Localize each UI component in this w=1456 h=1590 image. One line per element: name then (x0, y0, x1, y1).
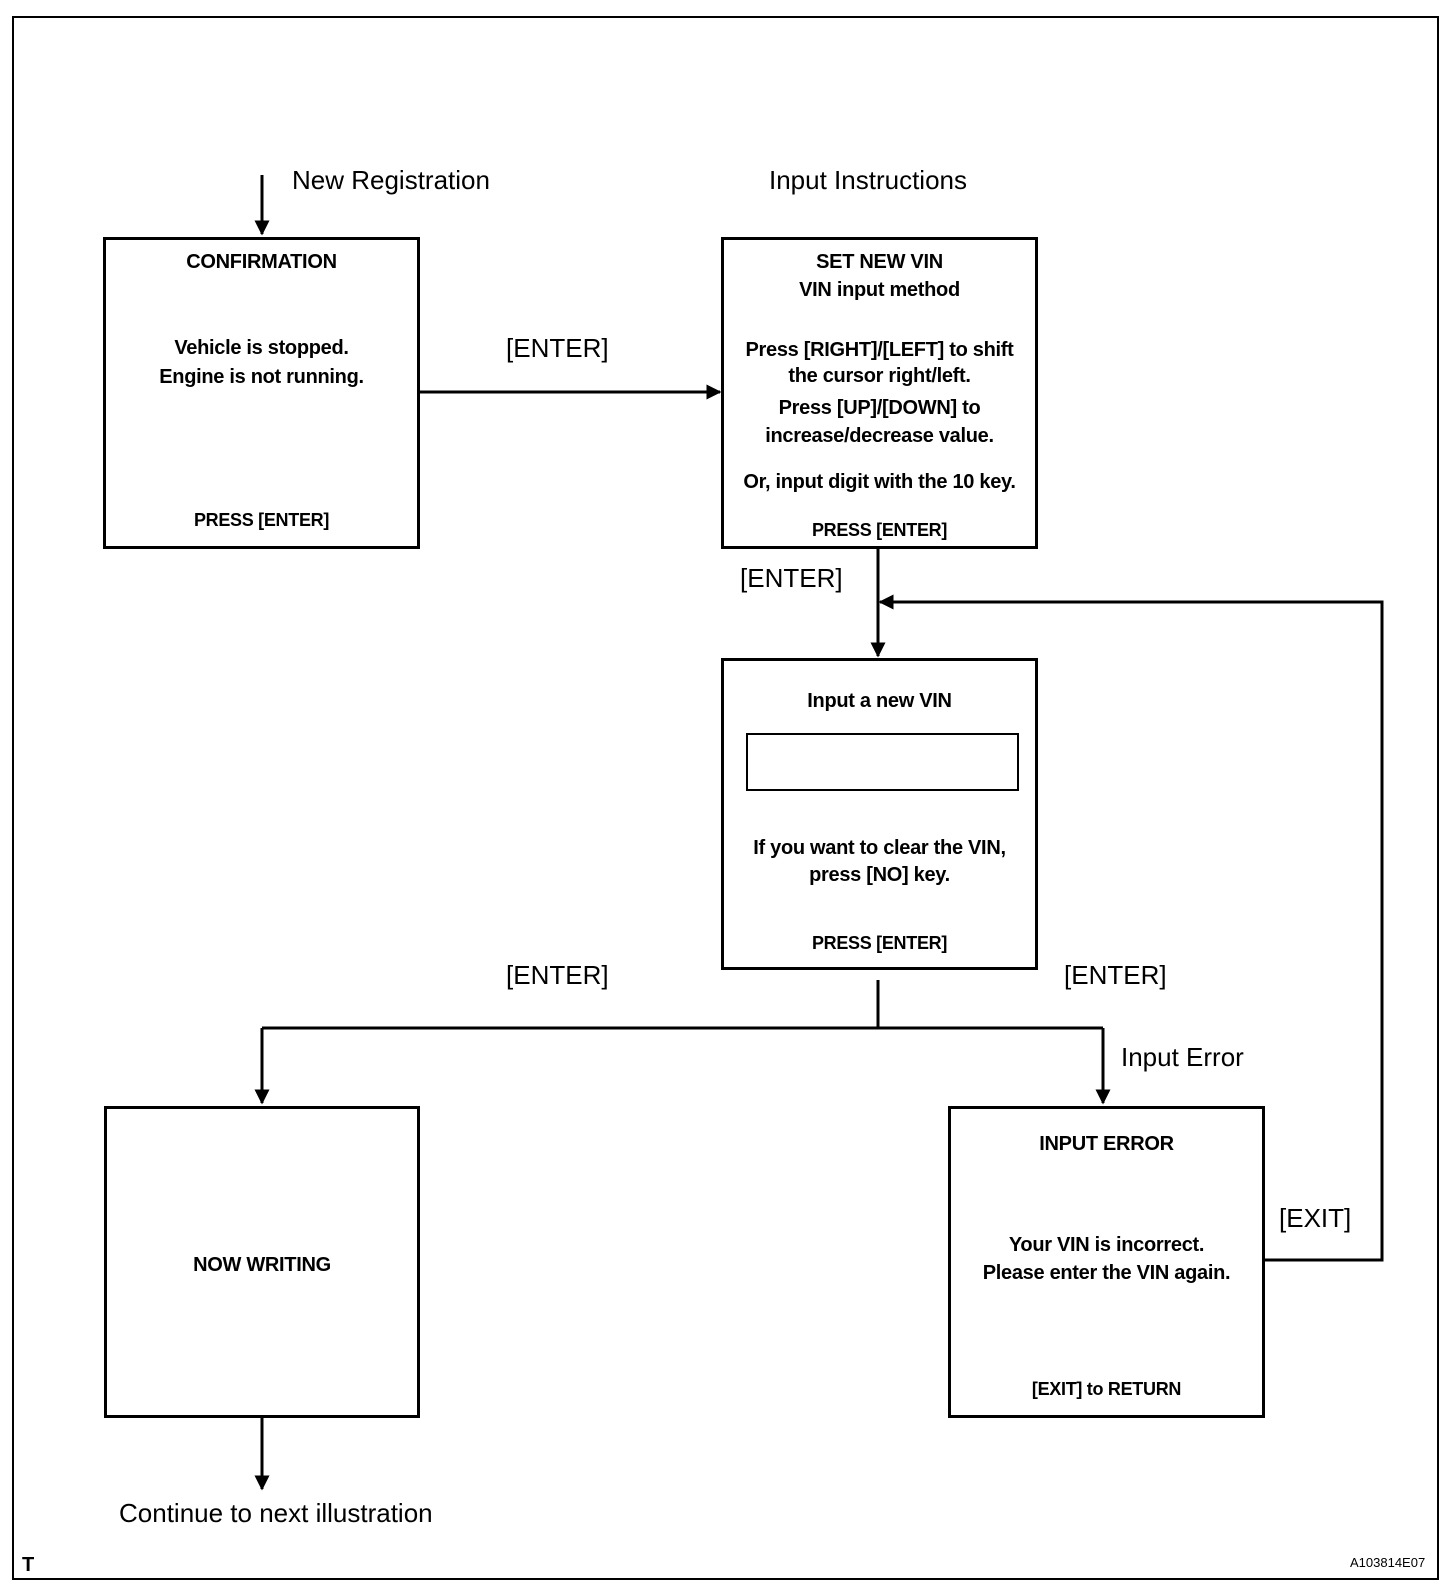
label-input-instructions: Input Instructions (769, 165, 967, 195)
label-enter-set-vin: [ENTER] (740, 563, 843, 593)
line-exit-return (885, 600, 1384, 1262)
label-new-registration: New Registration (292, 165, 490, 195)
set-new-vin-line-1: Press [RIGHT]/[LEFT] to shift (745, 339, 1014, 361)
set-new-vin-line-5: Or, input digit with the 10 key. (743, 471, 1016, 493)
input-vin-line-2: press [NO] key. (809, 864, 950, 886)
label-enter-now-writing: [ENTER] (506, 960, 609, 990)
input-vin-line-1: If you want to clear the VIN, (753, 837, 1006, 859)
label-continue: Continue to next illustration (119, 1498, 433, 1528)
now-writing-title: NOW WRITING (193, 1254, 331, 1276)
confirmation-line-1: Vehicle is stopped. (174, 337, 349, 359)
confirmation-box: CONFIRMATION Vehicle is stopped. Engine … (103, 237, 420, 549)
input-vin-title: Input a new VIN (807, 690, 952, 712)
set-new-vin-footer: PRESS [ENTER] (811, 520, 948, 540)
set-new-vin-title: SET NEW VIN (816, 251, 943, 273)
set-new-vin-line-3: Press [UP]/[DOWN] to (778, 397, 981, 419)
label-enter-input-error: [ENTER] (1064, 960, 1167, 990)
input-error-line-2: Please enter the VIN again. (982, 1262, 1231, 1284)
input-error-title: INPUT ERROR (1039, 1133, 1174, 1155)
confirmation-footer: PRESS [ENTER] (193, 510, 330, 530)
label-exit: [EXIT] (1279, 1203, 1352, 1233)
label-enter-confirmation: [ENTER] (506, 333, 609, 363)
confirmation-line-2: Engine is not running. (159, 366, 364, 388)
now-writing-box: NOW WRITING (104, 1106, 420, 1418)
confirmation-title: CONFIRMATION (186, 251, 337, 273)
set-new-vin-subtitle: VIN input method (799, 279, 960, 301)
figure-id: A103814E07 (1350, 1555, 1426, 1570)
input-error-line-1: Your VIN is incorrect. (1008, 1234, 1205, 1256)
corner-mark: T (22, 1554, 35, 1576)
label-input-error: Input Error (1121, 1042, 1244, 1072)
set-new-vin-line-2: the cursor right/left. (788, 365, 971, 387)
set-new-vin-line-4: increase/decrease value. (765, 425, 994, 447)
input-vin-footer: PRESS [ENTER] (811, 933, 948, 953)
diagram-frame (12, 16, 1439, 1580)
input-vin-box: Input a new VIN If you want to clear the… (721, 658, 1038, 970)
input-error-footer: [EXIT] to RETURN (1031, 1379, 1182, 1399)
set-new-vin-box: SET NEW VIN VIN input method Press [RIGH… (721, 237, 1038, 549)
input-error-box: INPUT ERROR Your VIN is incorrect. Pleas… (948, 1106, 1265, 1418)
vin-entry-field[interactable] (746, 733, 1019, 791)
